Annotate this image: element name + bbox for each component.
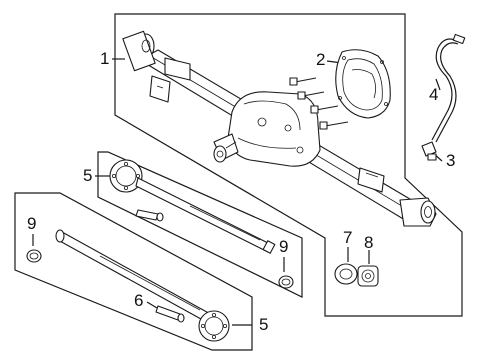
differential-cover (335, 49, 391, 119)
retainer-ring-right (278, 275, 294, 289)
callout-stud-label: 6 (134, 291, 144, 310)
axle-housing-group-frame (114, 13, 463, 317)
wheel-bearing (357, 265, 379, 287)
callout-cover-label: 2 (316, 50, 326, 69)
right-axle-shaft-group-frame (97, 151, 303, 298)
callout-seal-label: 7 (343, 228, 353, 247)
callout-bearing-label: 8 (364, 233, 374, 252)
wheel-stud-upper (135, 209, 164, 222)
cover-bolts (289, 77, 349, 130)
callout-ring-left-label: 9 (27, 214, 37, 233)
vent-fitting (421, 141, 437, 161)
callout-right-shaft-label: 5 (83, 166, 93, 185)
axle-housing (122, 30, 437, 227)
callout-ring-right-label: 9 (279, 237, 289, 256)
left-axle-shaft-group-frame (14, 192, 253, 351)
leader-6 (146, 301, 158, 309)
leader-4 (435, 78, 441, 91)
vent-hose (431, 33, 466, 143)
callout-housing-label: 1 (100, 49, 110, 68)
left-axle-shaft (55, 229, 230, 342)
retainer-ring-left (26, 249, 42, 263)
callout-left-shaft-label: 5 (259, 315, 269, 334)
axle-seal (334, 263, 358, 285)
wheel-stud (155, 305, 185, 323)
callout-vent-hose-label: 4 (429, 85, 439, 104)
callout-vent-fitting-label: 3 (446, 151, 456, 170)
right-axle-shaft (109, 159, 276, 254)
